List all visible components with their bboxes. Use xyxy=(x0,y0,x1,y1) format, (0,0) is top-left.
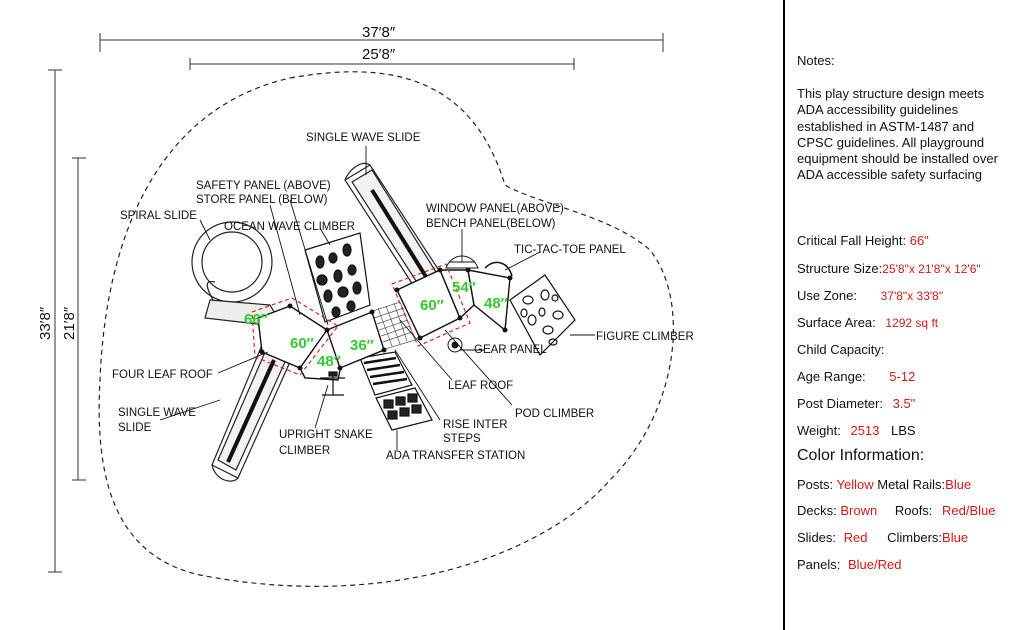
structure-size-value: 25'8"x 21'8"x 12'6" xyxy=(882,262,981,276)
label-gear-panel: GEAR PANEL xyxy=(474,344,547,356)
post-diameter-row: Post Diameter: 3.5" xyxy=(797,396,915,411)
label-single-wave-slide-bottom-1: SINGLE WAVE xyxy=(118,407,196,419)
site-plan-drawing: 37′8″ 25′8″ 33′8″ 21′8″ xyxy=(37,24,694,587)
panels-label: Panels: xyxy=(797,557,841,572)
surface-area-value: 1292 sq ft xyxy=(885,316,939,330)
deck-highlight-outlines xyxy=(251,263,471,376)
metal-rails-label: Metal Rails: xyxy=(877,477,946,492)
height-deck-c: 36″ xyxy=(350,337,374,354)
height-deck-f: 48″ xyxy=(484,295,508,312)
slides-value: Red xyxy=(843,530,868,545)
tic-tac-toe-panel xyxy=(484,261,513,277)
critical-fall-height-value: 66" xyxy=(909,233,929,248)
label-safety-panel: SAFETY PANEL (ABOVE) xyxy=(196,180,331,192)
label-ocean-wave-climber: OCEAN WAVE CLIMBER xyxy=(224,221,355,233)
use-zone-label: Use Zone: xyxy=(797,288,857,303)
notes-heading: Notes: xyxy=(797,53,835,68)
notes-body: This play structure design meets ADA acc… xyxy=(797,86,998,183)
age-range-value: 5-12 xyxy=(889,369,916,384)
climbers-value: Blue xyxy=(942,530,969,545)
overall-width-dimension: 37′8″ xyxy=(362,24,396,41)
upright-snake-climber xyxy=(320,371,345,396)
label-single-wave-slide-bottom-2: SLIDE xyxy=(118,422,152,434)
climbers-label: Climbers: xyxy=(887,530,943,545)
label-leaf-roof: LEAF ROOF xyxy=(448,380,513,392)
decks-roofs-row: Decks: Brown Roofs: Red/Blue xyxy=(797,503,996,518)
use-zone-row: Use Zone: 37'8"x 33'8" xyxy=(797,288,943,303)
height-deck-d: 60″ xyxy=(420,297,444,314)
structure-size-label: Structure Size: xyxy=(797,261,883,276)
vertical-divider xyxy=(783,0,785,630)
metal-rails-value: Blue xyxy=(945,477,972,492)
label-pod-climber: POD CLIMBER xyxy=(515,408,594,420)
posts-value: Yellow xyxy=(836,477,874,492)
decks-label: Decks: xyxy=(797,503,837,518)
figure-climber xyxy=(509,274,576,356)
post-diameter-label: Post Diameter: xyxy=(797,396,883,411)
label-ada-transfer-station: ADA TRANSFER STATION xyxy=(386,450,525,462)
roofs-label: Roofs: xyxy=(894,503,933,518)
label-window-panel: WINDOW PANEL(ABOVE) xyxy=(426,203,564,215)
use-zone-value: 37'8"x 33'8" xyxy=(880,289,944,303)
leader-lines xyxy=(159,146,595,450)
age-range-row: Age Range: 5-12 xyxy=(797,369,915,384)
ocean-wave-climber xyxy=(304,232,371,323)
surface-area-label: Surface Area: xyxy=(797,315,876,330)
structure-size-row: Structure Size:25'8"x 21'8"x 12'6" xyxy=(797,261,981,276)
slides-label: Slides: xyxy=(797,530,837,545)
label-rise-inter-steps-1: RISE INTER xyxy=(443,419,508,431)
child-capacity-label: Child Capacity: xyxy=(797,342,885,357)
weight-value: 2513 xyxy=(850,423,880,438)
dimension-lines xyxy=(48,33,664,573)
posts-rails-row: Posts: Yellow Metal Rails:Blue xyxy=(797,477,971,492)
structure-depth-dimension: 21′8″ xyxy=(61,306,78,340)
posts xyxy=(259,267,513,371)
height-spiral: 66″ xyxy=(244,311,268,328)
weight-label: Weight: xyxy=(797,423,841,438)
single-wave-slide-bottom xyxy=(211,344,291,482)
critical-fall-height-label: Critical Fall Height: xyxy=(797,233,907,248)
color-information-heading: Color Information: xyxy=(797,447,925,464)
surface-area-row: Surface Area: 1292 sq ft xyxy=(797,315,938,330)
label-spiral-slide: SPIRAL SLIDE xyxy=(120,210,197,222)
decks xyxy=(257,269,511,381)
roofs-value: Red/Blue xyxy=(942,503,996,518)
age-range-label: Age Range: xyxy=(797,369,866,384)
height-deck-a: 60″ xyxy=(290,335,314,352)
label-upright-snake-climber-2: CLIMBER xyxy=(279,445,330,457)
label-bench-panel: BENCH PANEL(BELOW) xyxy=(426,218,556,230)
label-four-leaf-roof: FOUR LEAF ROOF xyxy=(112,369,213,381)
post-diameter-value: 3.5" xyxy=(892,396,916,411)
label-single-wave-slide-top: SINGLE WAVE SLIDE xyxy=(306,132,421,144)
child-capacity-row: Child Capacity: xyxy=(797,342,884,357)
label-store-panel: STORE PANEL (BELOW) xyxy=(196,194,328,206)
label-rise-inter-steps-2: STEPS xyxy=(443,433,481,445)
ada-transfer-station xyxy=(359,351,433,431)
slides-climbers-row: Slides: Red Climbers:Blue xyxy=(797,530,968,545)
height-deck-e: 54″ xyxy=(452,279,476,296)
single-wave-slide-top xyxy=(344,162,441,289)
overall-depth-dimension: 33′8″ xyxy=(37,306,54,340)
critical-fall-height-row: Critical Fall Height: 66" xyxy=(797,233,929,248)
decks-value: Brown xyxy=(840,503,878,518)
notes-panel: Notes: This play structure design meets … xyxy=(797,0,1022,630)
structure-width-dimension: 25′8″ xyxy=(362,46,396,63)
weight-unit: LBS xyxy=(891,423,916,438)
label-tic-tac-toe-panel: TIC-TAC-TOE PANEL xyxy=(514,244,626,256)
label-upright-snake-climber-1: UPRIGHT SNAKE xyxy=(279,429,373,441)
pod-climber xyxy=(447,337,463,353)
panels-value: Blue/Red xyxy=(848,557,902,572)
posts-label: Posts: xyxy=(797,477,834,492)
spiral-slide xyxy=(191,221,285,328)
panels-row: Panels: Blue/Red xyxy=(797,557,901,572)
use-zone-boundary xyxy=(98,71,674,587)
height-deck-b: 48″ xyxy=(317,353,341,370)
label-figure-climber: FIGURE CLIMBER xyxy=(596,331,694,343)
weight-row: Weight: 2513 LBS xyxy=(797,423,916,438)
